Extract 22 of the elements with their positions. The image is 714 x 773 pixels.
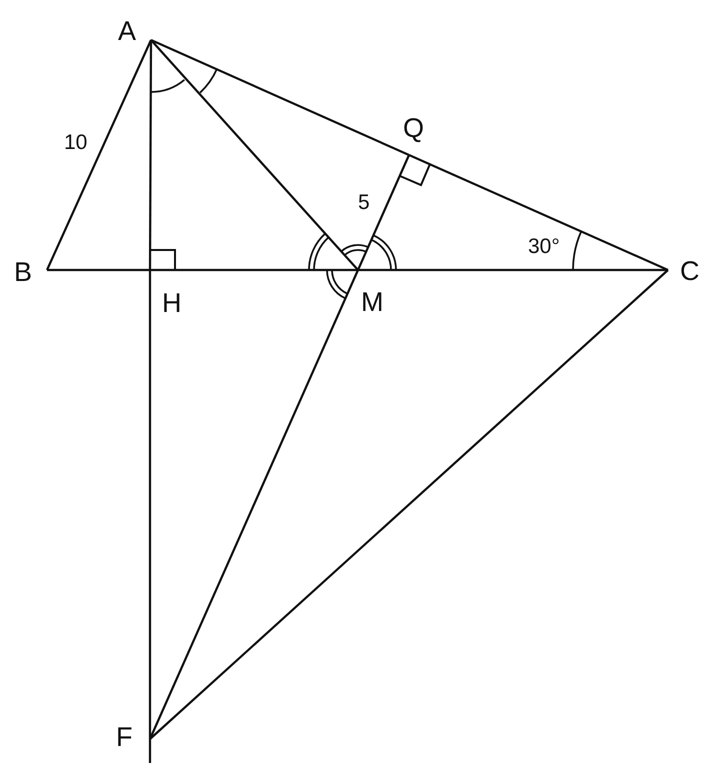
- point-label: Q: [403, 115, 424, 142]
- line-segment: [148, 40, 152, 270]
- line-segment: [47, 268, 150, 272]
- point-label: M: [361, 289, 384, 316]
- point-label: C: [680, 258, 700, 285]
- point-label: B: [14, 259, 32, 286]
- line-segment: [150, 39, 359, 271]
- line-segment: [150, 268, 358, 272]
- angle-label: 30°: [528, 236, 560, 257]
- length-label: 10: [64, 132, 88, 153]
- point-label: A: [118, 18, 136, 45]
- line-segment: [408, 154, 668, 271]
- line-segment: [149, 269, 669, 740]
- line-segment: [150, 39, 410, 156]
- point-label: H: [162, 290, 182, 317]
- line-segment: [358, 268, 668, 272]
- line-segment: [357, 154, 410, 270]
- point-label: F: [116, 724, 132, 751]
- line-segment: [148, 270, 152, 739]
- length-label: 5: [358, 192, 370, 213]
- line-segment: [46, 40, 152, 270]
- line-segment: [149, 270, 359, 740]
